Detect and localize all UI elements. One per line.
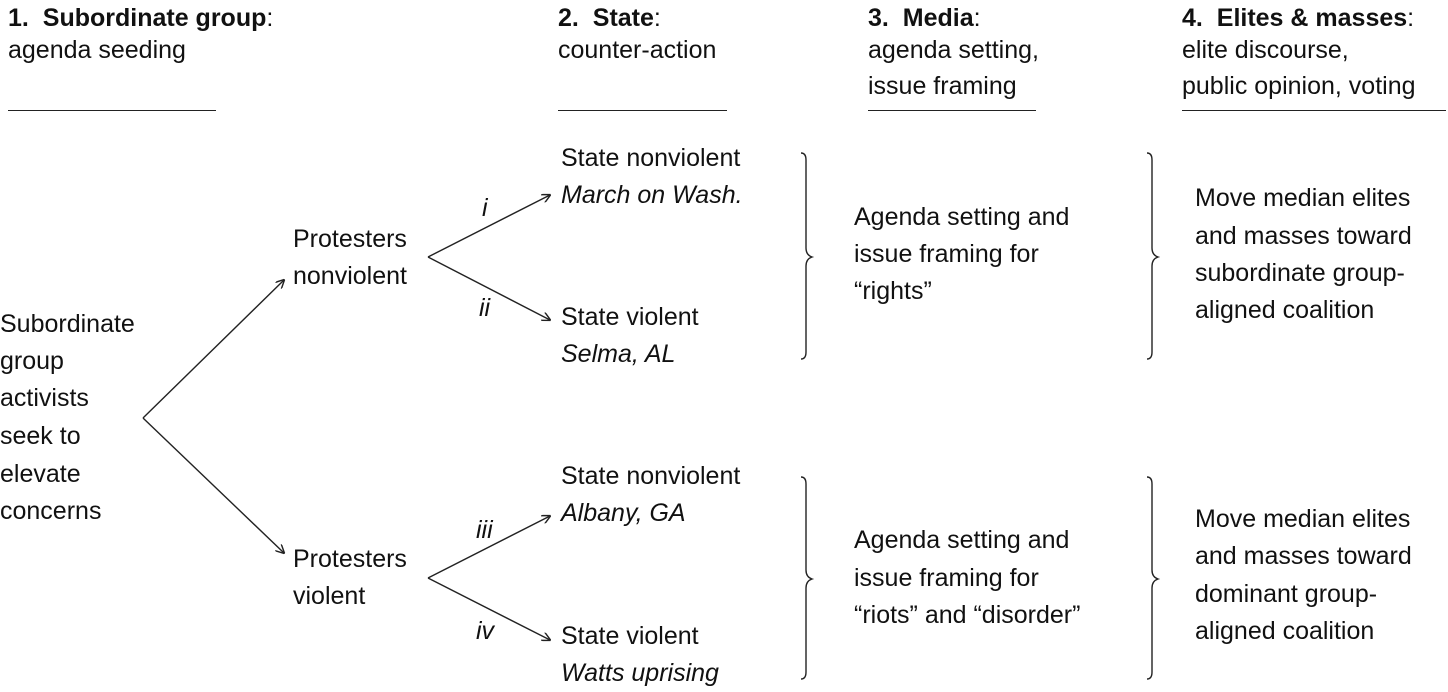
media-text-line: issue framing for [854, 240, 1039, 268]
header-subtitle-2: public opinion, voting [1182, 72, 1416, 100]
header-number: 4. [1182, 4, 1203, 32]
origin-line: Subordinate [0, 310, 135, 338]
header-colon: : [973, 4, 981, 32]
protesters-violent-line2: violent [293, 582, 366, 610]
header-colon: : [266, 4, 274, 32]
bracket-media-top [1146, 152, 1161, 360]
origin-line: group [0, 347, 64, 375]
bracket-state-top [800, 152, 815, 360]
media-text-line: Agenda setting and [854, 526, 1070, 554]
header-title: Media [902, 4, 974, 32]
header-number: 2. [558, 4, 579, 32]
protesters-violent-line1: Protesters [293, 545, 407, 573]
arrow-path-iv [427, 577, 550, 640]
arrow-path-iii [427, 516, 550, 579]
protesters-nonviolent-line1: Protesters [293, 225, 407, 253]
header-subtitle: elite discourse, [1182, 36, 1349, 64]
outcome-text-line: Move median elites [1195, 505, 1411, 533]
origin-line: concerns [0, 497, 102, 525]
outcome-text-line: and masses toward [1195, 222, 1412, 250]
state-label: State violent [561, 622, 699, 650]
protesters-nonviolent-line2: nonviolent [293, 262, 407, 290]
header-colon: : [1407, 4, 1415, 32]
outcome-text-line: aligned coalition [1195, 617, 1375, 645]
outcome-text-line: subordinate group- [1195, 259, 1405, 287]
origin-line: elevate [0, 460, 81, 488]
arrow-path-i [427, 195, 550, 258]
header-colon: : [653, 4, 661, 32]
state-label: State nonviolent [561, 462, 741, 490]
header-title: Subordinate group [42, 4, 267, 32]
header-rule [8, 110, 216, 111]
path-label-ii: ii [479, 294, 491, 322]
media-text-line: “riots” and “disorder” [854, 601, 1081, 629]
media-text-line: issue framing for [854, 564, 1039, 592]
state-label: State nonviolent [561, 144, 741, 172]
outcome-text-line: and masses toward [1195, 542, 1412, 570]
header-rule [868, 110, 1036, 111]
bracket-state-bottom [800, 476, 815, 680]
header-state: 2. State: [558, 0, 661, 37]
arrow-to-protesters-nonviolent [142, 280, 284, 419]
state-example: Selma, AL [561, 340, 676, 368]
state-example: Albany, GA [561, 499, 686, 527]
media-text-line: Agenda setting and [854, 203, 1070, 231]
media-text-line: “rights” [854, 277, 932, 305]
path-label-i: i [482, 194, 488, 222]
bracket-media-bottom [1146, 476, 1161, 680]
outcome-text-line: Move median elites [1195, 184, 1411, 212]
header-number: 3. [868, 4, 889, 32]
header-subtitle: counter-action [558, 36, 717, 64]
header-title: State [592, 4, 654, 32]
path-label-iv: iv [476, 617, 495, 645]
arrow-to-protesters-violent [142, 417, 284, 553]
header-rule [1182, 110, 1446, 111]
path-label-iii: iii [476, 516, 493, 544]
header-elites-masses: 4. Elites & masses: [1182, 0, 1414, 37]
outcome-text-line: dominant group- [1195, 580, 1378, 608]
header-title: Elites & masses [1216, 4, 1408, 32]
header-subtitle-2: issue framing [868, 72, 1017, 100]
state-label: State violent [561, 303, 699, 331]
origin-line: seek to [0, 422, 81, 450]
header-media: 3. Media: [868, 0, 981, 37]
header-subtitle: agenda setting, [868, 36, 1039, 64]
state-example: March on Wash. [561, 181, 743, 209]
outcome-text-line: aligned coalition [1195, 296, 1375, 324]
header-subordinate-group: 1. Subordinate group: [8, 0, 273, 37]
arrow-path-ii [427, 256, 550, 320]
header-subtitle: agenda seeding [8, 36, 186, 64]
state-example: Watts uprising [561, 659, 719, 687]
origin-line: activists [0, 384, 89, 412]
header-number: 1. [8, 4, 29, 32]
header-rule [558, 110, 727, 111]
